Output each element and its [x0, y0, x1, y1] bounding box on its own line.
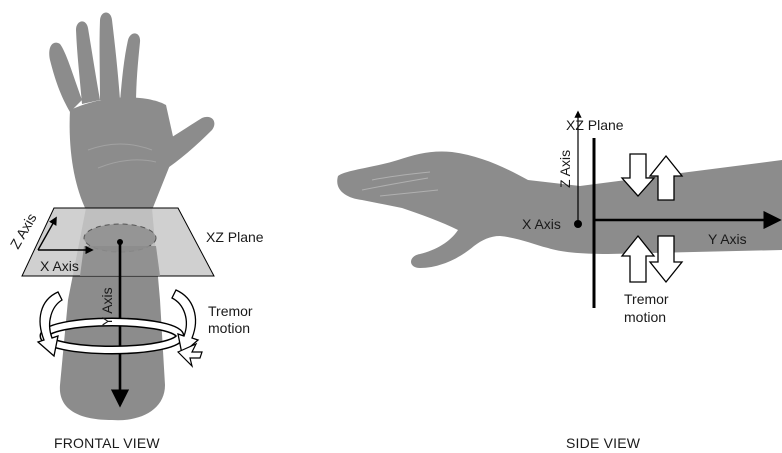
side-y-axis-label: Y Axis	[708, 231, 747, 247]
side-xz-plane-label: XZ Plane	[566, 117, 624, 133]
side-view-caption: SIDE VIEW	[566, 435, 641, 451]
frontal-z-axis-label: Z Axis	[7, 210, 40, 251]
frontal-tremor-label-line2: motion	[208, 320, 250, 336]
side-tremor-label-line2: motion	[624, 309, 666, 325]
frontal-tremor-label-line1: Tremor	[208, 303, 253, 319]
side-tremor-label-line1: Tremor	[624, 291, 669, 307]
side-origin-dot	[574, 220, 582, 228]
side-view: XZ Plane Z Axis X Axis Y Axis Tremor mot…	[337, 112, 782, 451]
side-z-axis-label: Z Axis	[557, 150, 573, 188]
frontal-xz-plane-label: XZ Plane	[206, 229, 264, 245]
frontal-view-caption: FRONTAL VIEW	[54, 435, 160, 451]
frontal-view: Z Axis X Axis Y Axis XZ Plane Tremor mot…	[7, 13, 264, 452]
side-x-axis-label: X Axis	[522, 216, 561, 232]
frontal-x-axis-label: X Axis	[40, 258, 79, 274]
frontal-y-axis-label: Y Axis	[99, 287, 115, 326]
